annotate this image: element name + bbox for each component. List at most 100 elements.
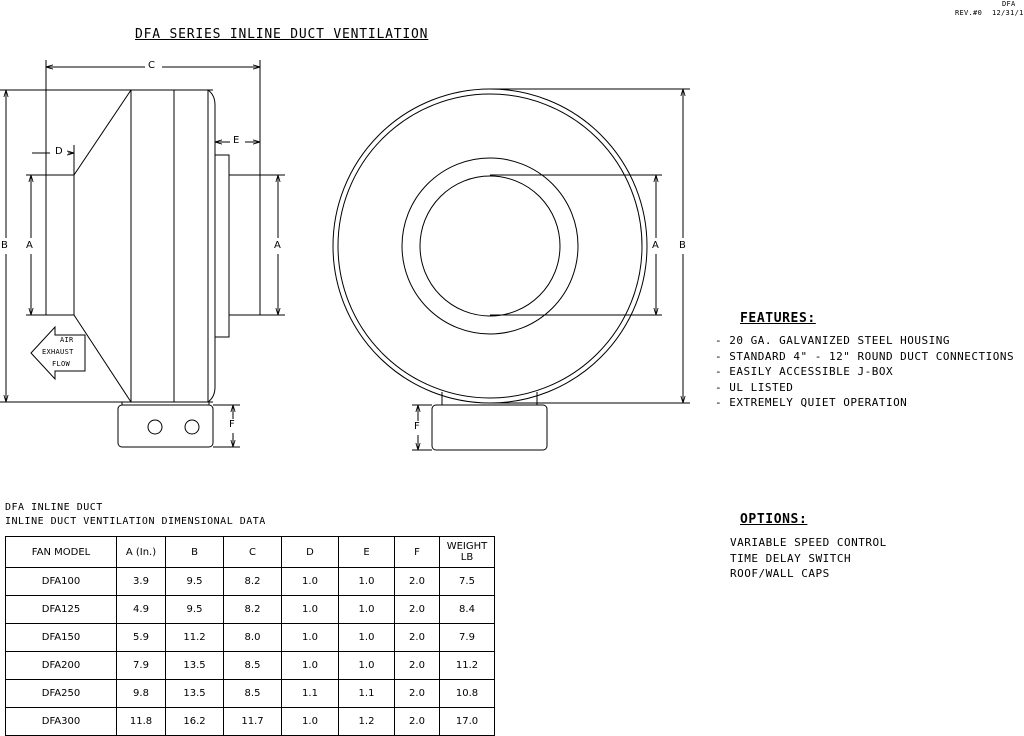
air-exhaust-arrow (30, 325, 86, 381)
cell-d: 1.0 (281, 595, 339, 624)
cell-d: 1.0 (281, 651, 339, 680)
header-c: C (223, 536, 282, 568)
dim-label-b-front: B (679, 240, 687, 251)
revision-date: 12/31/15 (992, 9, 1024, 17)
option-item: ROOF/WALL CAPS (730, 567, 830, 580)
dim-label-f-side: F (229, 419, 236, 430)
feature-item: - UL LISTED (715, 380, 794, 394)
option-item: TIME DELAY SWITCH (730, 551, 852, 565)
cell-e: 1.1 (338, 679, 395, 708)
cell-d: 1.0 (281, 567, 339, 596)
feature-item: - 20 GA. GALVANIZED STEEL HOUSING (715, 334, 951, 347)
cell-a: 5.9 (116, 623, 166, 652)
dim-label-a-front: A (652, 240, 660, 251)
cell-f: 2.0 (394, 679, 440, 708)
header-weight: WEIGHT LB (439, 536, 495, 568)
feature-item: - EXTREMELY QUIET OPERATION (715, 396, 908, 409)
header-fan-model: FAN MODEL (5, 536, 117, 568)
cell-c: 8.5 (223, 679, 282, 708)
cell-f: 2.0 (394, 595, 440, 624)
cell-e: 1.0 (338, 595, 395, 624)
drawing-id: DFA (1002, 0, 1016, 8)
cell-b: 9.5 (165, 595, 224, 624)
header-e: E (338, 536, 395, 568)
cell-e: 1.0 (338, 623, 395, 652)
cell-a: 4.9 (116, 595, 166, 624)
airflow-label-1: AIR (60, 336, 74, 344)
header-a: A (In.) (116, 536, 166, 568)
cell-b: 11.2 (165, 623, 224, 652)
dim-label-a-side-right: A (274, 240, 282, 251)
cell-weight: 17.0 (439, 707, 495, 736)
cell-model: DFA125 (5, 595, 117, 624)
cell-b: 13.5 (165, 679, 224, 708)
header-f: F (394, 536, 440, 568)
options-heading: OPTIONS: (740, 512, 808, 527)
front-view-dimensions (412, 88, 690, 451)
cell-b: 13.5 (165, 651, 224, 680)
table-header-row: FAN MODEL A (In.) B C D E F WEIGHT LB (5, 536, 495, 568)
front-view (332, 88, 648, 451)
drawing-title: DFA SERIES INLINE DUCT VENTILATION (135, 27, 429, 42)
cell-c: 8.2 (223, 567, 282, 596)
cell-weight: 8.4 (439, 595, 495, 624)
cell-f: 2.0 (394, 651, 440, 680)
cell-model: DFA300 (5, 707, 117, 736)
cell-c: 8.0 (223, 623, 282, 652)
cell-b: 9.5 (165, 567, 224, 596)
side-view-dimensions (0, 60, 285, 448)
cell-a: 3.9 (116, 567, 166, 596)
header-weight-unit: LB (460, 552, 474, 563)
dim-label-b-side: B (1, 240, 9, 251)
header-weight-label: WEIGHT (446, 541, 488, 552)
cell-model: DFA200 (5, 651, 117, 680)
cell-a: 11.8 (116, 707, 166, 736)
cell-a: 9.8 (116, 679, 166, 708)
table-caption-1: DFA INLINE DUCT (5, 502, 103, 513)
cell-f: 2.0 (394, 707, 440, 736)
header-d: D (281, 536, 339, 568)
cell-e: 1.2 (338, 707, 395, 736)
cell-b: 16.2 (165, 707, 224, 736)
features-list: - 20 GA. GALVANIZED STEEL HOUSING - STAN… (715, 334, 1014, 412)
cell-c: 8.2 (223, 595, 282, 624)
dim-label-d: D (55, 146, 64, 157)
revision-label: REV.#0 (955, 9, 983, 17)
cell-model: DFA150 (5, 623, 117, 652)
cell-a: 7.9 (116, 651, 166, 680)
header-b: B (165, 536, 224, 568)
cell-c: 11.7 (223, 707, 282, 736)
cell-weight: 7.9 (439, 623, 495, 652)
dimensional-data-table: FAN MODEL A (In.) B C D E F WEIGHT LB DF… (5, 536, 495, 736)
cell-e: 1.0 (338, 567, 395, 596)
cell-weight: 11.2 (439, 651, 495, 680)
cell-d: 1.0 (281, 623, 339, 652)
airflow-label-2: EXHAUST (42, 348, 74, 356)
cell-c: 8.5 (223, 651, 282, 680)
feature-item: - STANDARD 4" - 12" ROUND DUCT CONNECTIO… (715, 349, 1015, 363)
cell-f: 2.0 (394, 623, 440, 652)
side-view (45, 89, 261, 448)
cell-model: DFA100 (5, 567, 117, 596)
cell-e: 1.0 (338, 651, 395, 680)
cell-weight: 7.5 (439, 567, 495, 596)
cell-model: DFA250 (5, 679, 117, 708)
dim-label-f-front: F (414, 421, 421, 432)
cell-d: 1.1 (281, 679, 339, 708)
feature-item: - EASILY ACCESSIBLE J-BOX (715, 365, 894, 378)
option-item: VARIABLE SPEED CONTROL (730, 536, 887, 549)
cell-d: 1.0 (281, 707, 339, 736)
dim-label-a-side-left: A (26, 240, 34, 251)
cell-weight: 10.8 (439, 679, 495, 708)
airflow-label-3: FLOW (52, 360, 71, 368)
dim-label-c: C (148, 60, 156, 71)
cell-f: 2.0 (394, 567, 440, 596)
options-list: VARIABLE SPEED CONTROL TIME DELAY SWITCH… (730, 536, 887, 583)
table-caption-2: INLINE DUCT VENTILATION DIMENSIONAL DATA (5, 516, 266, 527)
